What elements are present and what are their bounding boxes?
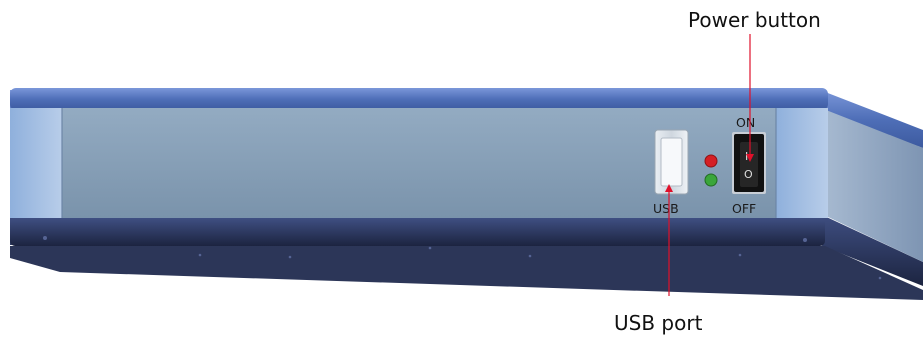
usb-label: USB (653, 201, 679, 216)
power-leader-arrow (746, 154, 754, 162)
device-top-front (10, 88, 828, 110)
green-led-icon (704, 173, 718, 187)
red-led-icon (704, 154, 718, 168)
usb-leader-arrow (665, 184, 673, 192)
switch-on-symbol: I (745, 150, 748, 163)
base-dots (43, 236, 882, 280)
front-panel (10, 108, 828, 218)
left-end-cap (10, 108, 62, 218)
switch-on-label: ON (736, 115, 755, 130)
power-button-callout: Power button (688, 8, 821, 32)
usb-port-callout: USB port (614, 311, 703, 335)
switch-off-symbol: O (744, 168, 753, 181)
usb-port-icon (654, 129, 689, 195)
right-end-cap (776, 108, 828, 218)
power-switch-icon[interactable]: I O (732, 132, 766, 194)
switch-off-label: OFF (732, 201, 756, 216)
device-base-front (10, 218, 825, 246)
device-base-floor (10, 246, 923, 300)
device-right-side (826, 110, 923, 262)
